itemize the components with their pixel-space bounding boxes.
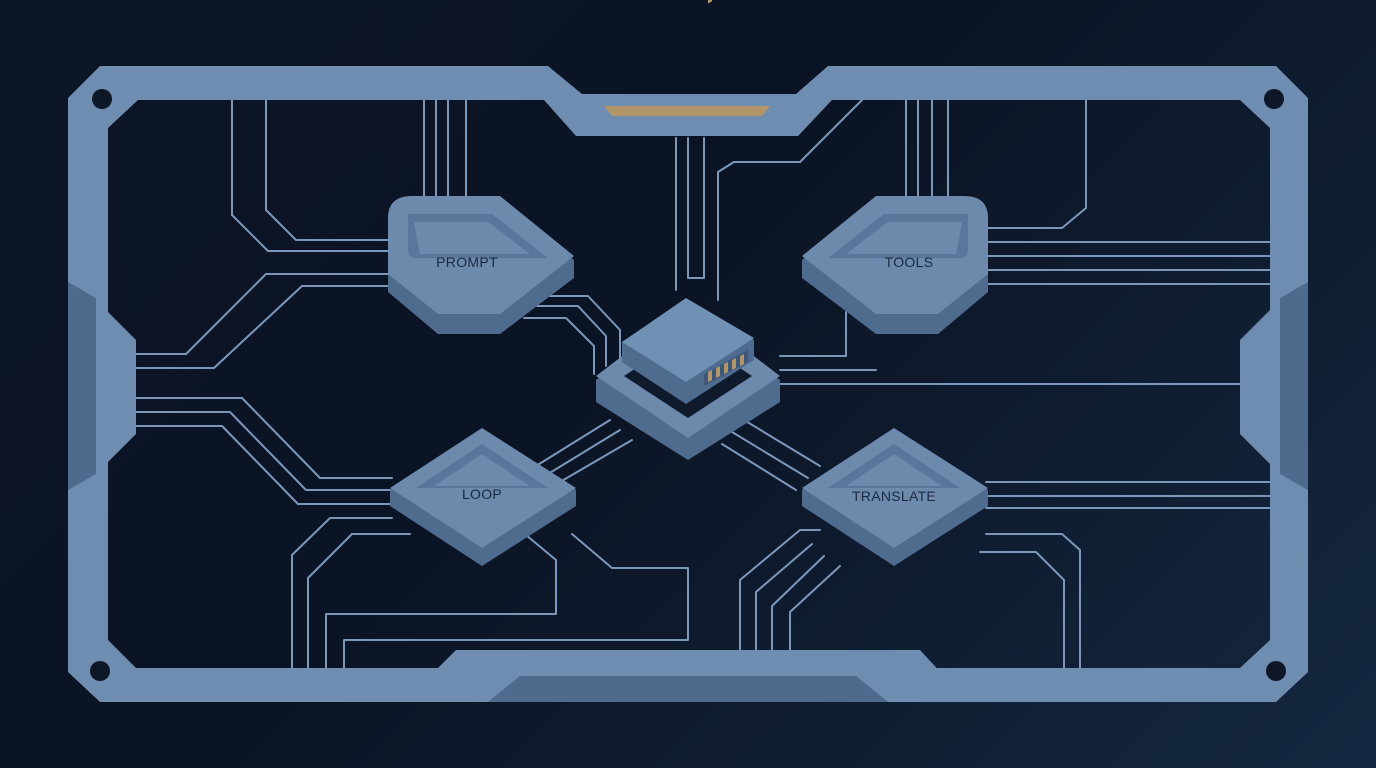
node-tools-label: TOOLS xyxy=(885,254,934,270)
node-translate[interactable]: TRANSLATE xyxy=(802,428,988,566)
node-tools[interactable]: TOOLS xyxy=(802,196,988,334)
processor-chip-icon xyxy=(622,0,754,404)
right-flange xyxy=(1280,282,1308,490)
amber-indicator xyxy=(604,106,770,116)
node-loop[interactable]: LOOP xyxy=(390,428,576,566)
circuit-traces xyxy=(135,99,1271,669)
node-prompt-label: PROMPT xyxy=(436,254,498,270)
node-translate-label: TRANSLATE xyxy=(852,488,936,504)
screw-top-left xyxy=(92,89,112,109)
screw-bottom-left xyxy=(90,661,110,681)
screw-top-right xyxy=(1264,89,1284,109)
node-loop-label: LOOP xyxy=(462,486,502,502)
bottom-frame-bar xyxy=(430,650,944,676)
outer-frame xyxy=(68,66,1308,702)
node-prompt[interactable]: PROMPT xyxy=(388,196,574,334)
screw-bottom-right xyxy=(1266,661,1286,681)
central-hub[interactable] xyxy=(596,0,780,460)
left-flange xyxy=(68,282,96,490)
